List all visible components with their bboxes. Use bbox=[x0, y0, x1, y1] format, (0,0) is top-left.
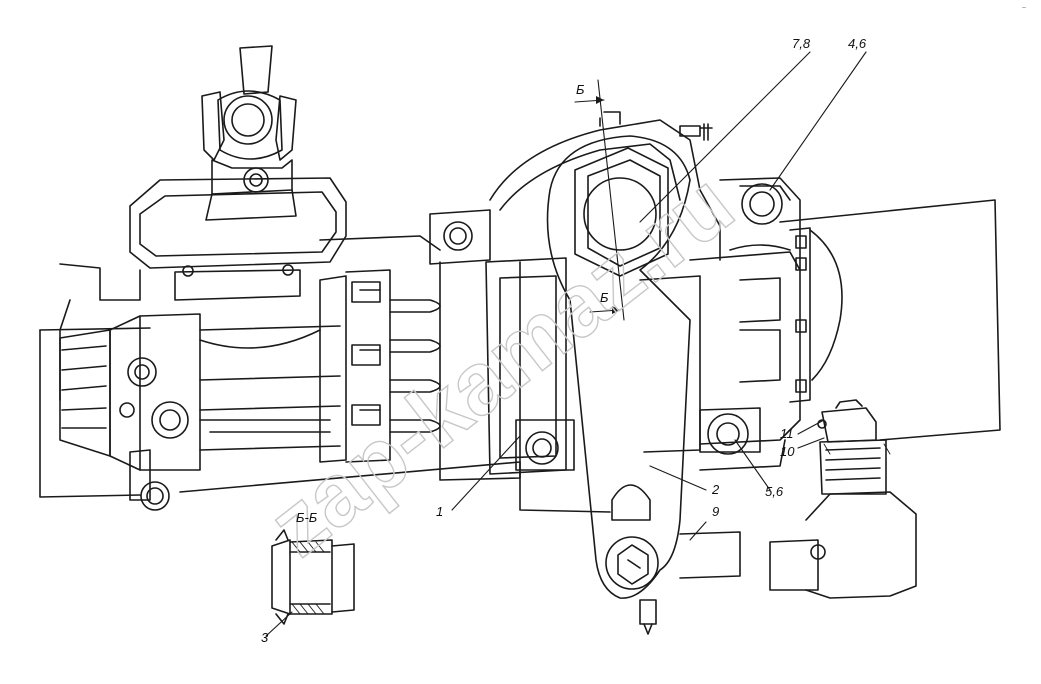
corner-mark: ~ bbox=[1022, 5, 1026, 12]
callout-3: 3 bbox=[261, 630, 269, 645]
callout-1: 1 bbox=[436, 504, 443, 519]
section-mark-upper: Б bbox=[576, 82, 585, 97]
callout-7-8: 7,8 bbox=[792, 36, 811, 51]
pitman-arm bbox=[546, 135, 691, 635]
drag-link bbox=[679, 399, 917, 599]
callout-labels: 1 2 3 4,6 5,6 7,8 9 10 11 Б Б Б-Б ~ bbox=[261, 5, 1026, 645]
callout-10: 10 bbox=[780, 444, 795, 459]
frame-rail bbox=[39, 199, 1001, 513]
gear-body bbox=[429, 111, 843, 481]
section-arrows bbox=[596, 96, 620, 314]
callout-2: 2 bbox=[711, 482, 720, 497]
section-title: Б-Б bbox=[296, 510, 318, 525]
callout-9: 9 bbox=[712, 504, 719, 519]
section-view bbox=[271, 529, 355, 625]
callout-11: 11 bbox=[780, 426, 794, 441]
section-mark-lower: Б bbox=[600, 290, 609, 305]
svg-text:zap-kamaz.ru: zap-kamaz.ru bbox=[251, 154, 751, 575]
steering-housing bbox=[59, 177, 441, 511]
cardan-joint bbox=[201, 45, 297, 221]
callout-5-6: 5,6 bbox=[765, 484, 784, 499]
watermark: zap-kamaz.ru bbox=[250, 153, 752, 576]
hatching bbox=[291, 443, 891, 615]
callout-4-6: 4,6 bbox=[848, 36, 867, 51]
